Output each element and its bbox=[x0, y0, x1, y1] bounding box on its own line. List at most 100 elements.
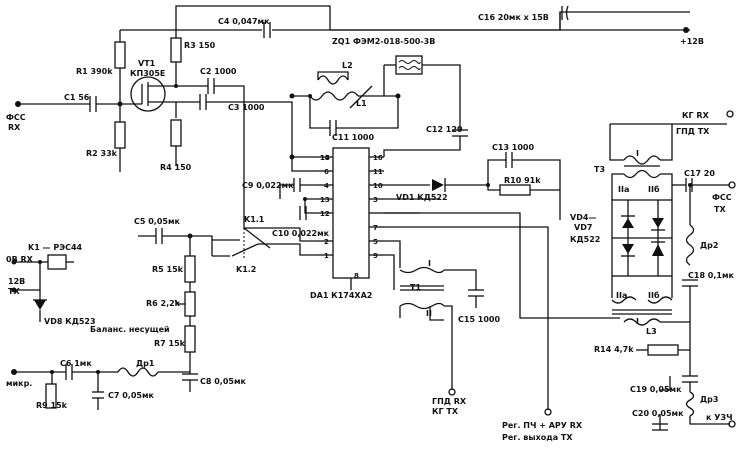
t3-winding-iib: IIб bbox=[648, 184, 660, 194]
t3-label: T3 bbox=[594, 165, 605, 174]
c9-c10 bbox=[279, 154, 318, 220]
r1-label: R1 390k bbox=[76, 67, 113, 76]
c10-label: C10 0,022мк bbox=[272, 229, 330, 238]
c5-label: C5 0,05мк bbox=[134, 217, 181, 226]
pin-13: 13 bbox=[320, 196, 330, 204]
l2-label: L2 bbox=[342, 61, 353, 70]
r3-label: R3 150 bbox=[184, 41, 216, 50]
c4-capacitor bbox=[263, 22, 271, 38]
vd1-r10-path bbox=[384, 152, 561, 220]
reg2-label: Рег. выхода TX bbox=[502, 433, 573, 442]
r6-label: R6 2,2k bbox=[146, 299, 181, 308]
zq1-label: ZQ1 ФЭМ2-018-500-3В bbox=[332, 37, 435, 46]
l3-label: L3 bbox=[646, 327, 657, 336]
l3-winding-iib: IIб bbox=[648, 290, 660, 300]
c11-label: C11 1000 bbox=[332, 133, 374, 142]
pin-3: 3 bbox=[373, 196, 378, 204]
pin-8: 8 bbox=[354, 272, 359, 280]
kd522-label: КД522 bbox=[570, 235, 600, 244]
pin-1: 1 bbox=[324, 252, 329, 260]
r9-label: R9 15k bbox=[36, 401, 68, 410]
c12-capacitor bbox=[383, 64, 468, 157]
l1-l2-coil bbox=[289, 65, 401, 136]
l3-winding-iia: IIа bbox=[616, 291, 627, 300]
l3-winding-i: I bbox=[636, 317, 639, 326]
pin-9: 9 bbox=[373, 252, 378, 260]
dr3-label: Др3 bbox=[700, 395, 718, 404]
vt1-type-label: КП305Е bbox=[130, 69, 165, 78]
pin-15: 15 bbox=[320, 154, 330, 162]
r4-label: R4 150 bbox=[160, 163, 192, 172]
c3-label: C3 1000 bbox=[228, 103, 265, 112]
vd4-label: VD4— bbox=[570, 213, 596, 222]
c18-label: C18 0,1мк bbox=[688, 271, 735, 280]
plus12-label: +12В bbox=[680, 37, 704, 46]
k-uzch-label: к УЗЧ bbox=[706, 413, 733, 422]
c16-label: C16 20мк x 15В bbox=[478, 13, 549, 22]
pin-4: 4 bbox=[324, 182, 329, 190]
balance-label: Баланс. несущей bbox=[90, 325, 170, 334]
tx2-label: TX bbox=[714, 205, 726, 214]
mic-label: микр. bbox=[6, 379, 32, 388]
t1-winding-ii: II bbox=[426, 309, 432, 318]
pin-11: 11 bbox=[373, 168, 383, 176]
t3-winding-i: I bbox=[636, 149, 639, 158]
da1-ic bbox=[318, 147, 384, 290]
zq1-filter bbox=[384, 55, 442, 75]
vd1-label: VD1 КД522 bbox=[396, 193, 448, 202]
c13-label: C13 1000 bbox=[492, 143, 534, 152]
k1-relay-coil bbox=[11, 254, 74, 322]
pin-10: 10 bbox=[373, 182, 383, 190]
kg-rx-label: КГ RX bbox=[682, 111, 710, 120]
da1-label: DA1 К174ХА2 bbox=[310, 291, 372, 300]
vd7-label: VD7 bbox=[574, 223, 592, 232]
t3-transformer bbox=[609, 110, 734, 200]
gpd-tx-label: ГПД TX bbox=[676, 127, 710, 136]
fss-rx-label: ФСС bbox=[6, 113, 26, 122]
c19-label: C19 0,05мк bbox=[630, 385, 682, 394]
fss-tx-label: ФСС bbox=[712, 193, 732, 202]
pin-2: 2 bbox=[324, 238, 329, 246]
reg-line bbox=[384, 212, 620, 416]
r10-label: R10 91k bbox=[504, 176, 541, 185]
gpd-rx-label: ГПД RX bbox=[432, 397, 467, 406]
t3-winding-iia: IIа bbox=[618, 185, 629, 194]
pin-16: 16 bbox=[373, 154, 383, 162]
c1-label: C1 56 bbox=[64, 93, 90, 102]
c20-label: C20 0,05мк bbox=[632, 409, 684, 418]
k1-contacts bbox=[212, 218, 318, 260]
k1-2-label: K1.2 bbox=[236, 265, 256, 274]
c17-label: C17 20 bbox=[684, 169, 715, 178]
vd8-label: VD8 КД523 bbox=[44, 317, 96, 326]
k1-1-label: K1.1 bbox=[244, 215, 265, 224]
audio-output bbox=[636, 322, 736, 431]
tx-label: TX bbox=[8, 287, 20, 296]
v0b-rx-label: 0В RX bbox=[6, 255, 34, 264]
c15-label: C15 1000 bbox=[458, 315, 500, 324]
balance-network bbox=[138, 228, 213, 392]
l3-coil bbox=[600, 276, 691, 326]
k1-relay-label: K1 — РЭС44 bbox=[28, 243, 83, 252]
r14-label: R14 4,7k bbox=[594, 345, 634, 354]
c16-capacitor bbox=[561, 5, 569, 21]
dr1-label: Др1 bbox=[136, 359, 155, 368]
c8-label: C8 0,05мк bbox=[200, 377, 247, 386]
labels: C16 20мк x 15В +12В C4 0,047мк R3 150 R1… bbox=[6, 13, 735, 442]
c4-label: C4 0,047мк bbox=[218, 17, 270, 26]
pin-12: 12 bbox=[320, 210, 330, 218]
vt1-stage bbox=[114, 29, 318, 218]
pin-5: 5 bbox=[373, 238, 378, 246]
r2-label: R2 33k bbox=[86, 149, 118, 158]
vt1-label: VT1 bbox=[138, 59, 156, 68]
l1-label: L1 bbox=[356, 99, 367, 108]
pin-6: 6 bbox=[324, 168, 329, 176]
kg-tx-label: КГ TX bbox=[432, 407, 459, 416]
c9-label: C9 0,022мк bbox=[242, 181, 294, 190]
r7-label: R7 15k bbox=[154, 339, 186, 348]
t1-winding-i: I bbox=[428, 259, 431, 268]
c6-label: C6 1мк bbox=[60, 359, 92, 368]
reg1-label: Рег. ПЧ + АРУ RX bbox=[502, 421, 583, 430]
mic-input bbox=[11, 364, 190, 410]
dr2-label: Др2 bbox=[700, 241, 718, 250]
